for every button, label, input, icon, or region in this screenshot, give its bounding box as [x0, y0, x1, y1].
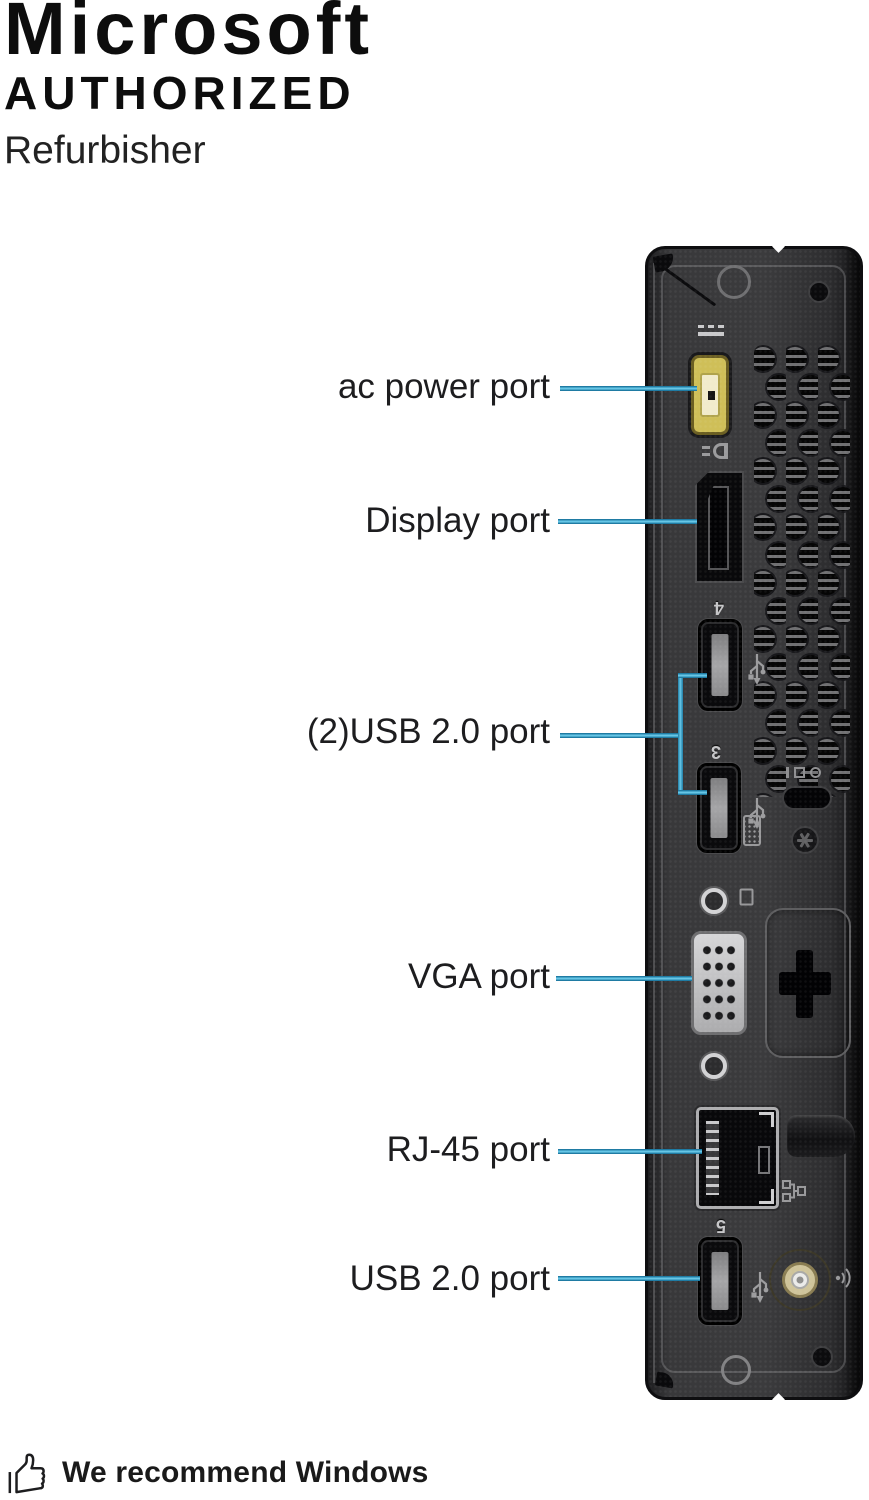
mar-logo: Microsoft AUTHORIZED Refurbisher — [4, 0, 373, 172]
lock-glyph — [794, 767, 805, 778]
usb-port-number-3: 3 — [711, 742, 722, 762]
callout-line-usb-bracket — [678, 673, 683, 795]
callout-line-usb-stub-bottom — [678, 790, 707, 795]
vga-standoff-bottom — [701, 1053, 727, 1079]
wifi-icon — [835, 1268, 851, 1288]
callout-line-ac-power — [560, 386, 697, 391]
displayport-connector — [695, 471, 744, 583]
kensington-lock-slot — [782, 786, 832, 810]
logo-microsoft-text: Microsoft — [4, 0, 373, 70]
screw-hole-bottom — [721, 1355, 751, 1385]
dc-in-icon — [698, 325, 726, 336]
ac-power-port-socket — [700, 373, 720, 417]
computer-rear-panel: 4 3 — [645, 240, 863, 1406]
usb-port-4-tongue — [711, 634, 729, 696]
vga-connector — [691, 931, 747, 1035]
callout-label-usb-single: USB 2.0 port — [349, 1259, 550, 1298]
keyboard-icon — [743, 815, 761, 846]
callout-label-vga: VGA port — [407, 957, 550, 996]
screw-bottom-right — [811, 1346, 833, 1368]
windows-recommendation-text: We recommend Windows — [62, 1456, 429, 1489]
usb-port-5 — [698, 1237, 742, 1325]
usb-port-number-4: 4 — [714, 598, 725, 618]
usb-port-4 — [698, 619, 742, 711]
callout-line-usb-stub-top — [678, 673, 707, 678]
case-notch-bottom — [772, 1393, 785, 1406]
cable-loop — [787, 1115, 855, 1157]
rj45-shield-tab — [759, 1112, 774, 1127]
callout-line-vga — [556, 976, 692, 981]
usb-port-number-5: 5 — [716, 1216, 727, 1236]
callout-label-ac-power: ac power port — [337, 367, 550, 406]
ethernet-icon — [782, 1180, 806, 1202]
case-corner-mark-bottom — [654, 1371, 676, 1389]
callout-line-usb-single — [558, 1276, 700, 1281]
logo-refurbisher-text: Refurbisher — [4, 129, 206, 172]
lock-glyph — [786, 767, 789, 778]
case-notch-top — [772, 240, 785, 253]
knockout-cross-horizontal — [779, 972, 831, 995]
callout-label-usb-pair: (2)USB 2.0 port — [306, 712, 550, 751]
security-lock-icon — [786, 767, 821, 778]
callout-label-display: Display port — [365, 501, 550, 540]
screw-top-right — [808, 281, 830, 303]
lock-glyph — [810, 767, 821, 778]
thumbs-up-icon — [8, 1453, 46, 1494]
vent-grille — [754, 345, 850, 797]
antenna-connector — [769, 1249, 831, 1311]
torx-screw — [791, 826, 819, 854]
antenna-connector-core — [791, 1271, 809, 1289]
displayport-slot — [708, 486, 729, 570]
usb-port-3 — [697, 763, 741, 853]
callout-line-usb-main — [560, 733, 681, 738]
usb-port-3-tongue — [710, 778, 728, 838]
vga-pin-holes — [701, 942, 737, 1024]
windows-recommendation: We recommend Windows — [6, 1450, 429, 1496]
ac-power-port-pin — [708, 391, 715, 400]
case-edge-highlight — [653, 263, 655, 1383]
monitor-icon — [739, 888, 754, 906]
callout-line-rj45 — [558, 1149, 702, 1154]
antenna-connector-pin — [796, 1276, 804, 1284]
callout-label-rj45: RJ-45 port — [386, 1130, 550, 1169]
callout-line-display — [558, 519, 697, 524]
rj45-latch-slot — [758, 1146, 770, 1174]
vga-standoff-top — [701, 888, 727, 914]
screw-hole-top — [717, 265, 751, 299]
antenna-connector-ring — [782, 1262, 818, 1298]
logo-authorized-text: AUTHORIZED — [4, 67, 356, 119]
displayport-icon — [700, 439, 728, 461]
rj45-shield-tab — [759, 1189, 774, 1204]
usb-icon — [751, 1272, 769, 1303]
usb-port-5-tongue — [711, 1252, 729, 1310]
usb-icon — [748, 654, 766, 685]
rj45-pins — [706, 1121, 719, 1195]
rj45-port — [696, 1107, 779, 1209]
expansion-knockout-plate — [765, 908, 851, 1058]
ac-power-port — [691, 355, 729, 435]
